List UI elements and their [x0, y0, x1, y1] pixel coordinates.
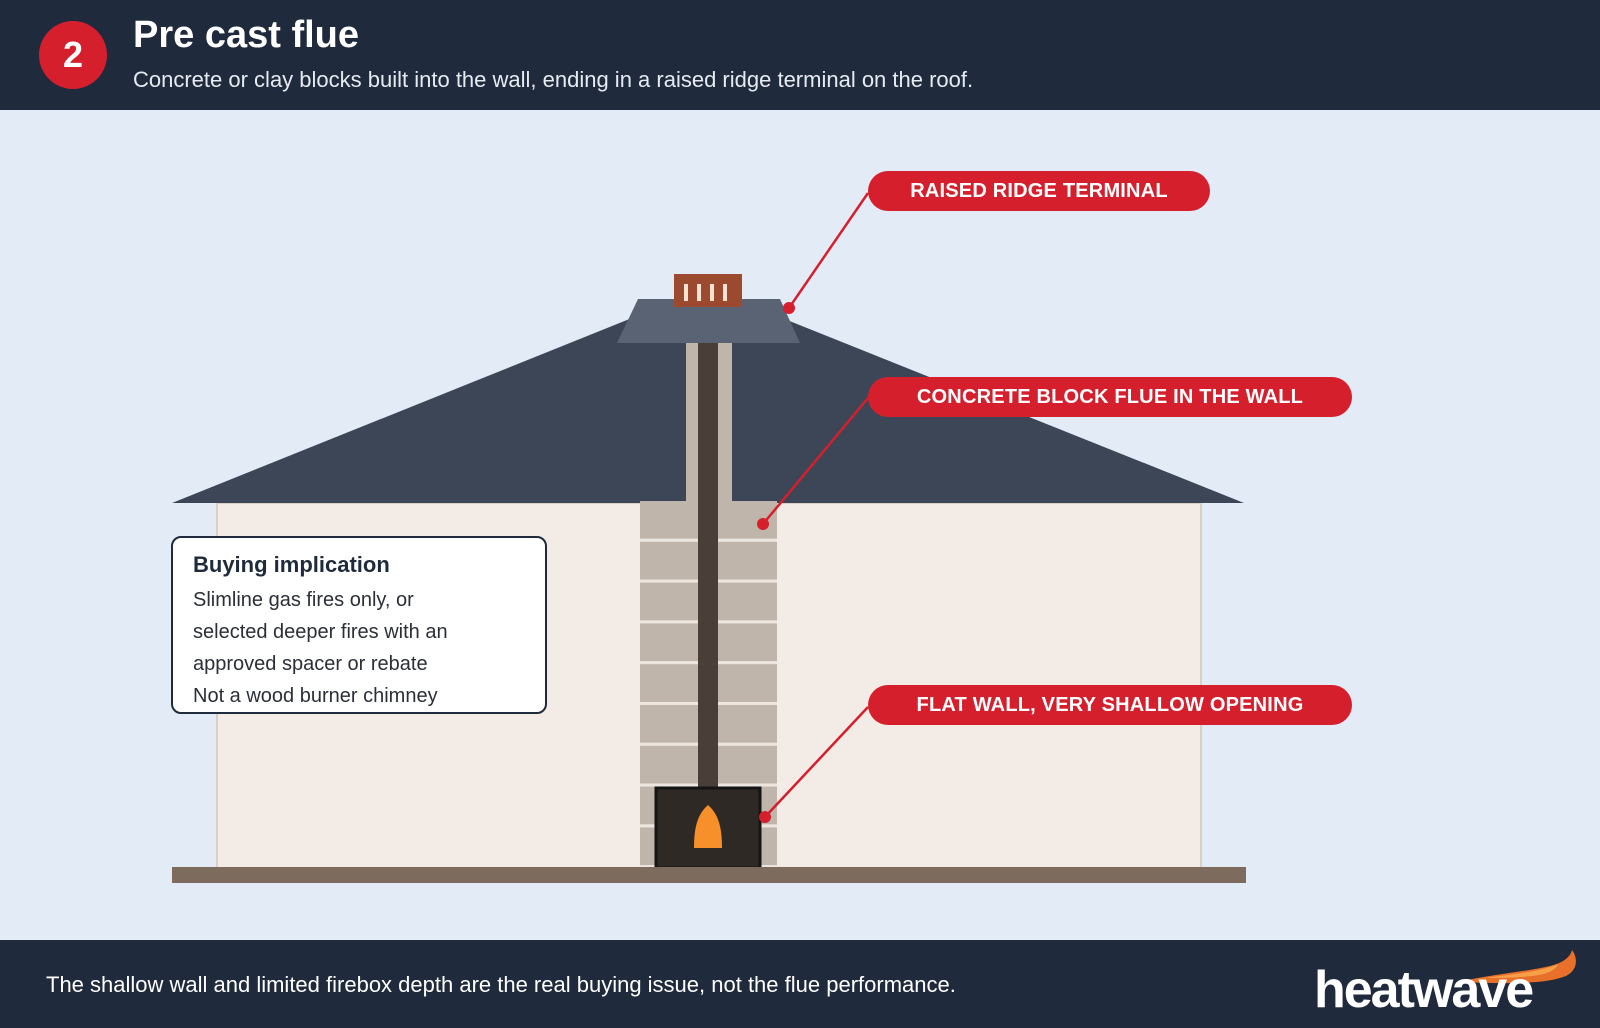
callout-raised-ridge-terminal: RAISED RIDGE TERMINAL	[868, 171, 1210, 211]
page-title: Pre cast flue	[133, 14, 359, 56]
step-number-badge: 2	[39, 21, 107, 89]
flue-pipe	[698, 340, 718, 790]
footer-bar: The shallow wall and limited firebox dep…	[0, 940, 1600, 1028]
callout-concrete-block-flue: CONCRETE BLOCK FLUE IN THE WALL	[868, 377, 1352, 417]
leader-dots	[757, 302, 795, 823]
leader-lines	[762, 192, 870, 818]
info-box-title: Buying implication	[193, 552, 390, 577]
terminal-vents	[684, 284, 727, 301]
logo-wordmark: heatwave	[1314, 961, 1534, 1019]
info-box-line: Slimline gas fires only, or	[193, 589, 414, 611]
ridge-cap	[617, 299, 800, 343]
callout-flat-wall: FLAT WALL, VERY SHALLOW OPENING	[868, 685, 1352, 725]
info-box-line: Not a wood burner chimney	[193, 685, 438, 707]
heatwave-logo: heatwave	[1314, 948, 1584, 1024]
ground-line	[172, 867, 1246, 883]
footer-caption: The shallow wall and limited firebox dep…	[46, 972, 956, 997]
house-diagram	[172, 192, 1246, 883]
header-bar: 2 Pre cast flue Concrete or clay blocks …	[0, 0, 1600, 110]
info-box-line: selected deeper fires with an	[193, 621, 448, 643]
info-box-line: approved spacer or rebate	[193, 653, 428, 675]
flame-swoosh-icon	[1458, 950, 1576, 984]
flame-icon	[694, 805, 722, 848]
buying-implication-box: Buying implication Slimline gas fires on…	[171, 536, 547, 714]
page-subtitle: Concrete or clay blocks built into the w…	[133, 67, 974, 92]
